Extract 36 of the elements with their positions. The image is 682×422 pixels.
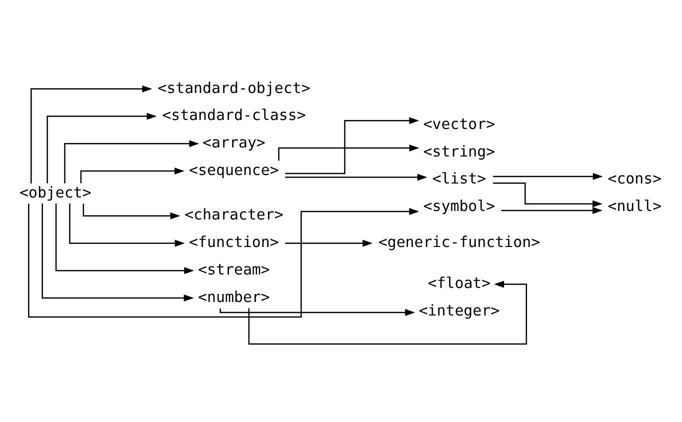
node-text: <generic-function> <box>378 232 540 251</box>
node-text: <array> <box>202 133 266 152</box>
arrow <box>69 203 185 246</box>
arrow <box>220 308 416 316</box>
arrow <box>80 167 184 183</box>
node-text: <list> <box>432 169 486 188</box>
node-text: <vector> <box>423 114 496 132</box>
arrow <box>82 203 180 219</box>
arrow <box>285 116 420 174</box>
arrow <box>285 239 373 246</box>
arrow <box>501 206 602 214</box>
node-text: <integer> <box>418 301 500 320</box>
arrow <box>46 112 157 183</box>
node-text: <standard-class> <box>162 106 306 124</box>
node-text: <function> <box>189 232 279 251</box>
arrow <box>285 173 428 180</box>
node-text: <object> <box>19 182 92 201</box>
node-text: <character> <box>184 205 284 224</box>
node-text: <string> <box>423 142 496 160</box>
node-text: <standard-object> <box>158 78 310 96</box>
arrow <box>28 203 420 318</box>
node-text: <float> <box>428 274 491 292</box>
arrow <box>248 280 528 344</box>
node-text: <sequence> <box>189 160 279 178</box>
node-text: <number> <box>198 287 270 306</box>
arrow <box>493 172 603 180</box>
arrow <box>42 202 194 301</box>
node-text: <stream> <box>198 260 270 278</box>
node-text: <cons> <box>608 169 662 188</box>
node-text: <null> <box>608 196 662 214</box>
node-text: <symbol> <box>423 196 496 214</box>
arrow <box>64 140 200 183</box>
arrow <box>278 144 420 160</box>
arrow <box>55 203 194 274</box>
arrow <box>492 182 602 207</box>
arrow <box>30 84 152 183</box>
